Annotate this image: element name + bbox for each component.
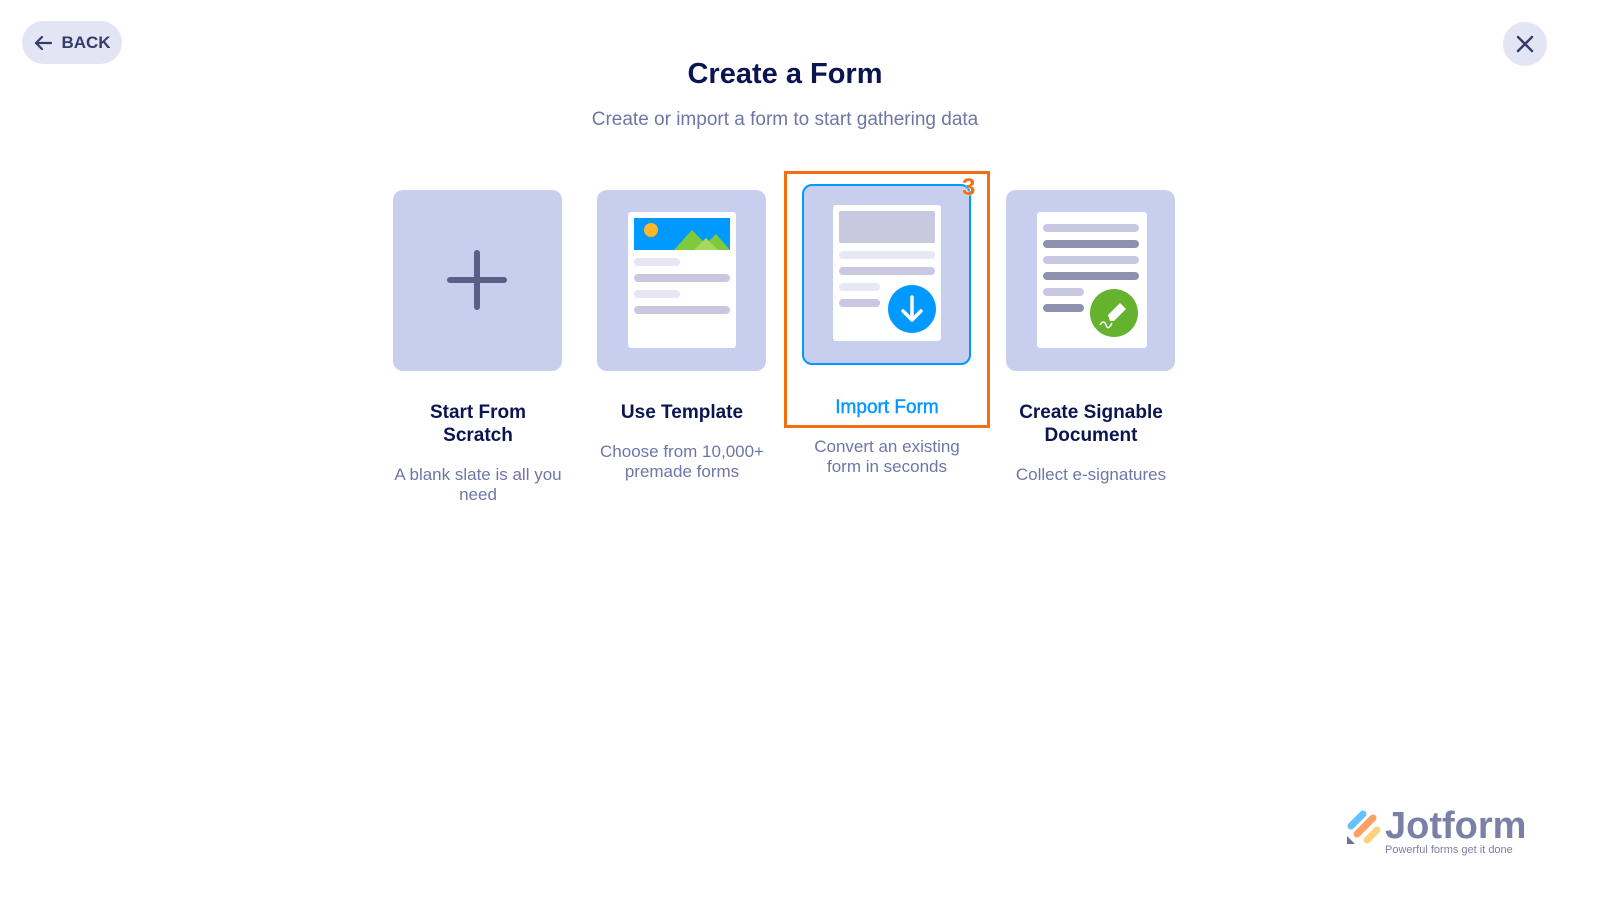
jotform-logo-icon xyxy=(1347,810,1381,844)
jotform-logo: Jotform Powerful forms get it done xyxy=(1345,805,1527,856)
annotation-marker: 3 xyxy=(962,174,976,201)
option-description: Choose from 10,000+ premade forms xyxy=(600,442,764,481)
template-paper-icon xyxy=(628,212,736,348)
option-import-form[interactable]: Import Form Convert an existing form in … xyxy=(802,184,972,477)
option-use-template[interactable]: Use Template Choose from 10,000+ premade… xyxy=(597,190,767,482)
option-start-from-scratch[interactable]: Start From Scratch A blank slate is all … xyxy=(393,190,563,505)
option-description: Collect e-signatures xyxy=(1015,465,1167,484)
sign-paper-icon xyxy=(1037,212,1147,348)
brand-name: Jotform xyxy=(1385,805,1527,847)
close-button[interactable] xyxy=(1503,22,1547,66)
brand-tagline: Powerful forms get it done xyxy=(1385,844,1513,856)
plus-icon xyxy=(447,250,507,310)
option-title: Create Signable Document xyxy=(1019,402,1163,446)
back-label: BACK xyxy=(61,32,111,52)
option-create-signable-document[interactable]: Create Signable Document Collect e-signa… xyxy=(1006,190,1176,485)
image-icon xyxy=(634,218,730,250)
scratch-tile[interactable] xyxy=(393,190,562,371)
download-icon xyxy=(888,285,936,333)
page-title: Create a Form xyxy=(687,58,883,90)
import-tile[interactable] xyxy=(802,184,971,365)
option-title: Start From Scratch xyxy=(429,402,527,446)
import-paper-icon xyxy=(833,205,941,341)
option-description: Convert an existing form in seconds xyxy=(814,437,960,476)
option-title: Import Form xyxy=(835,397,939,418)
option-title: Use Template xyxy=(620,402,744,423)
annotation-highlight-box xyxy=(784,171,990,428)
back-button[interactable]: BACK xyxy=(22,21,122,64)
option-description: A blank slate is all you need xyxy=(394,465,562,504)
page-subtitle: Create or import a form to start gatheri… xyxy=(591,109,979,130)
pen-signature-icon xyxy=(1090,289,1138,337)
template-tile[interactable] xyxy=(597,190,766,371)
close-icon xyxy=(1516,35,1534,53)
sign-tile[interactable] xyxy=(1006,190,1175,371)
arrow-left-icon xyxy=(35,35,53,50)
